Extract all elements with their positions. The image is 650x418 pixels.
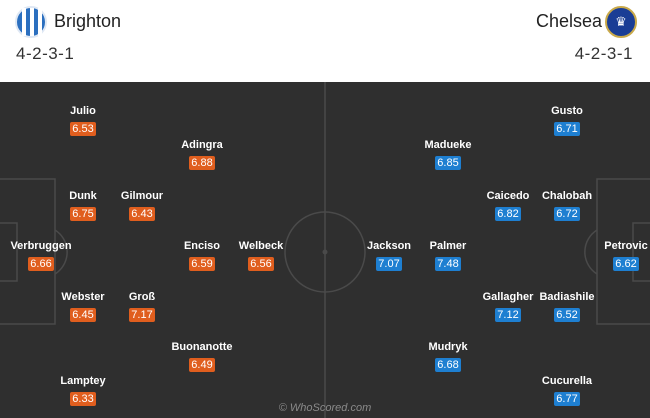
player-card-buonanotte[interactable]: Buonanotte 6.49 [157, 340, 247, 373]
match-header: Brighton 4-2-3-1 ♛ Chelsea 4-2-3-1 [0, 0, 650, 82]
player-card-julio[interactable]: Julio 6.53 [38, 104, 128, 137]
player-card-gilmour[interactable]: Gilmour 6.43 [97, 189, 187, 222]
player-rating: 6.52 [554, 308, 580, 322]
player-name: Cucurella [541, 375, 593, 387]
player-name: Petrovic [604, 240, 648, 252]
player-card-badiashile[interactable]: Badiashile 6.52 [522, 290, 612, 323]
player-card-dunk[interactable]: Dunk 6.75 [38, 189, 128, 222]
player-name: Buonanotte [171, 341, 233, 353]
player-name: Mudryk [428, 341, 468, 353]
away-team-name[interactable]: Chelsea [535, 11, 602, 31]
brighton-badge-icon [15, 6, 47, 38]
player-card-adingra[interactable]: Adingra 6.88 [157, 138, 247, 171]
player-name: Caicedo [486, 190, 530, 202]
player-rating: 6.43 [129, 207, 155, 221]
player-name: Groß [128, 291, 156, 303]
player-name: Dunk [69, 190, 97, 202]
player-rating: 7.12 [495, 308, 521, 322]
player-rating: 6.75 [70, 207, 96, 221]
player-rating: 6.53 [70, 122, 96, 136]
player-name: Gusto [551, 105, 583, 117]
player-rating: 6.71 [554, 122, 580, 136]
player-name: Webster [61, 291, 105, 303]
player-card-webster[interactable]: Webster 6.45 [38, 290, 128, 323]
player-card-verbruggen[interactable]: Verbruggen 6.66 [0, 239, 86, 272]
player-card-petrovic[interactable]: Petrovic 6.62 [581, 239, 650, 272]
player-rating: 6.72 [554, 207, 580, 221]
player-rating: 6.62 [613, 257, 639, 271]
player-rating: 6.56 [248, 257, 274, 271]
player-rating: 7.48 [435, 257, 461, 271]
player-name: Lamptey [60, 375, 106, 387]
player-name: Palmer [429, 240, 467, 252]
player-rating: 6.85 [435, 156, 461, 170]
player-card-enciso[interactable]: Enciso 6.59 [157, 239, 247, 272]
player-card-chalobah[interactable]: Chalobah 6.72 [522, 189, 612, 222]
player-card-welbeck[interactable]: Welbeck 6.56 [216, 239, 306, 272]
player-name: Adingra [181, 139, 223, 151]
player-rating: 7.07 [376, 257, 402, 271]
player-name: Chalobah [541, 190, 593, 202]
player-name: Welbeck [238, 240, 284, 252]
player-card-mudryk[interactable]: Mudryk 6.68 [403, 340, 493, 373]
player-rating: 6.82 [495, 207, 521, 221]
player-rating: 6.77 [554, 392, 580, 406]
player-card-cucurella[interactable]: Cucurella 6.77 [522, 374, 612, 407]
away-formation: 4-2-3-1 [574, 44, 633, 63]
player-name: Verbruggen [10, 240, 72, 252]
player-card-caicedo[interactable]: Caicedo 6.82 [463, 189, 553, 222]
player-rating: 6.59 [189, 257, 215, 271]
player-card-palmer[interactable]: Palmer 7.48 [403, 239, 493, 272]
player-rating: 7.17 [129, 308, 155, 322]
player-name: Enciso [183, 240, 221, 252]
player-name: Jackson [366, 240, 412, 252]
whoscored-watermark: © WhoScored.com [278, 402, 372, 414]
chelsea-badge-icon: ♛ [605, 6, 637, 38]
player-rating: 6.33 [70, 392, 96, 406]
player-card-gallagher[interactable]: Gallagher 7.12 [463, 290, 553, 323]
player-rating: 6.49 [189, 358, 215, 372]
home-team-name[interactable]: Brighton [54, 11, 122, 31]
player-rating: 6.88 [189, 156, 215, 170]
player-card-lamptey[interactable]: Lamptey 6.33 [38, 374, 128, 407]
player-rating: 6.66 [28, 257, 54, 271]
player-name: Gilmour [120, 190, 164, 202]
home-formation: 4-2-3-1 [16, 44, 75, 63]
player-card-madueke[interactable]: Madueke 6.85 [403, 138, 493, 171]
pitch-markings [0, 82, 650, 418]
pitch: Julio 6.53 Adingra 6.88 Dunk 6.75 Gilmou… [0, 82, 650, 418]
player-name: Madueke [424, 139, 472, 151]
player-name: Julio [70, 105, 96, 117]
player-rating: 6.68 [435, 358, 461, 372]
player-card-gross[interactable]: Groß 7.17 [97, 290, 187, 323]
player-name: Badiashile [539, 291, 595, 303]
player-name: Gallagher [482, 291, 534, 303]
player-card-gusto[interactable]: Gusto 6.71 [522, 104, 612, 137]
player-card-jackson[interactable]: Jackson 7.07 [344, 239, 434, 272]
player-rating: 6.45 [70, 308, 96, 322]
